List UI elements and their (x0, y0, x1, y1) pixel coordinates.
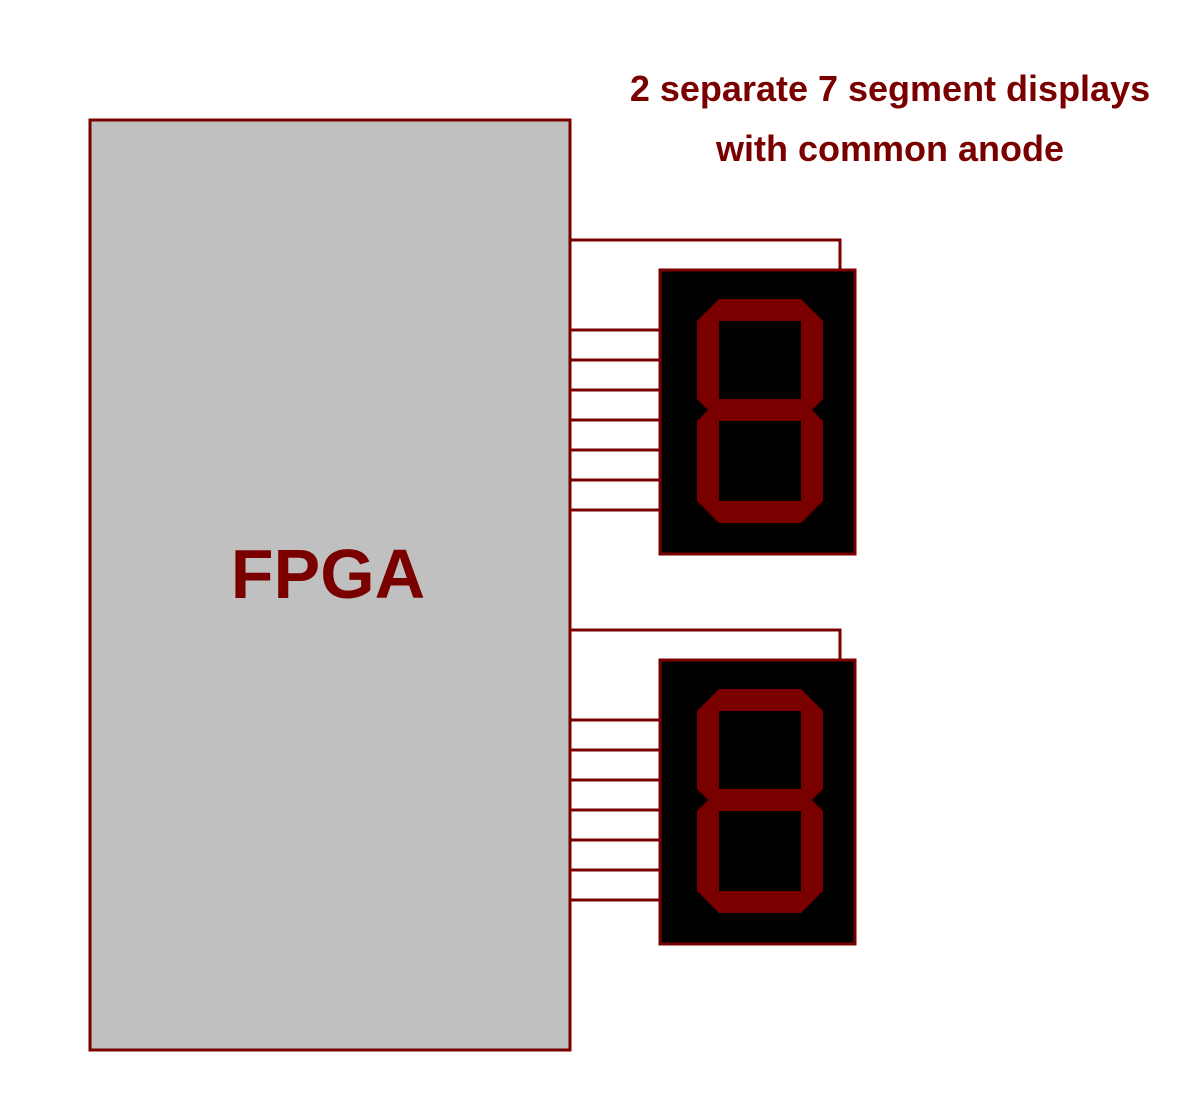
segment-a (708, 689, 812, 711)
common-anode-wire (570, 628, 842, 660)
segment-g (708, 399, 812, 421)
segment-c (801, 410, 823, 512)
title-line-1: 2 separate 7 segment displays (629, 68, 1151, 109)
segment-d (708, 501, 812, 523)
segment-d (708, 891, 812, 913)
segment-e (697, 410, 719, 512)
segment-f (697, 310, 719, 410)
segment-f (697, 700, 719, 800)
segment-b (801, 700, 823, 800)
title-line-2: with common anode (715, 128, 1064, 169)
fpga-label: FPGA (231, 535, 425, 613)
segment-a (708, 299, 812, 321)
common-anode-wire (570, 238, 842, 270)
segment-b (801, 310, 823, 410)
segment-e (697, 800, 719, 902)
segment-g (708, 789, 812, 811)
display-2 (570, 628, 857, 946)
fpga-chip (88, 118, 572, 1052)
display-1 (570, 238, 857, 556)
displays-group (570, 238, 857, 946)
segment-c (801, 800, 823, 902)
